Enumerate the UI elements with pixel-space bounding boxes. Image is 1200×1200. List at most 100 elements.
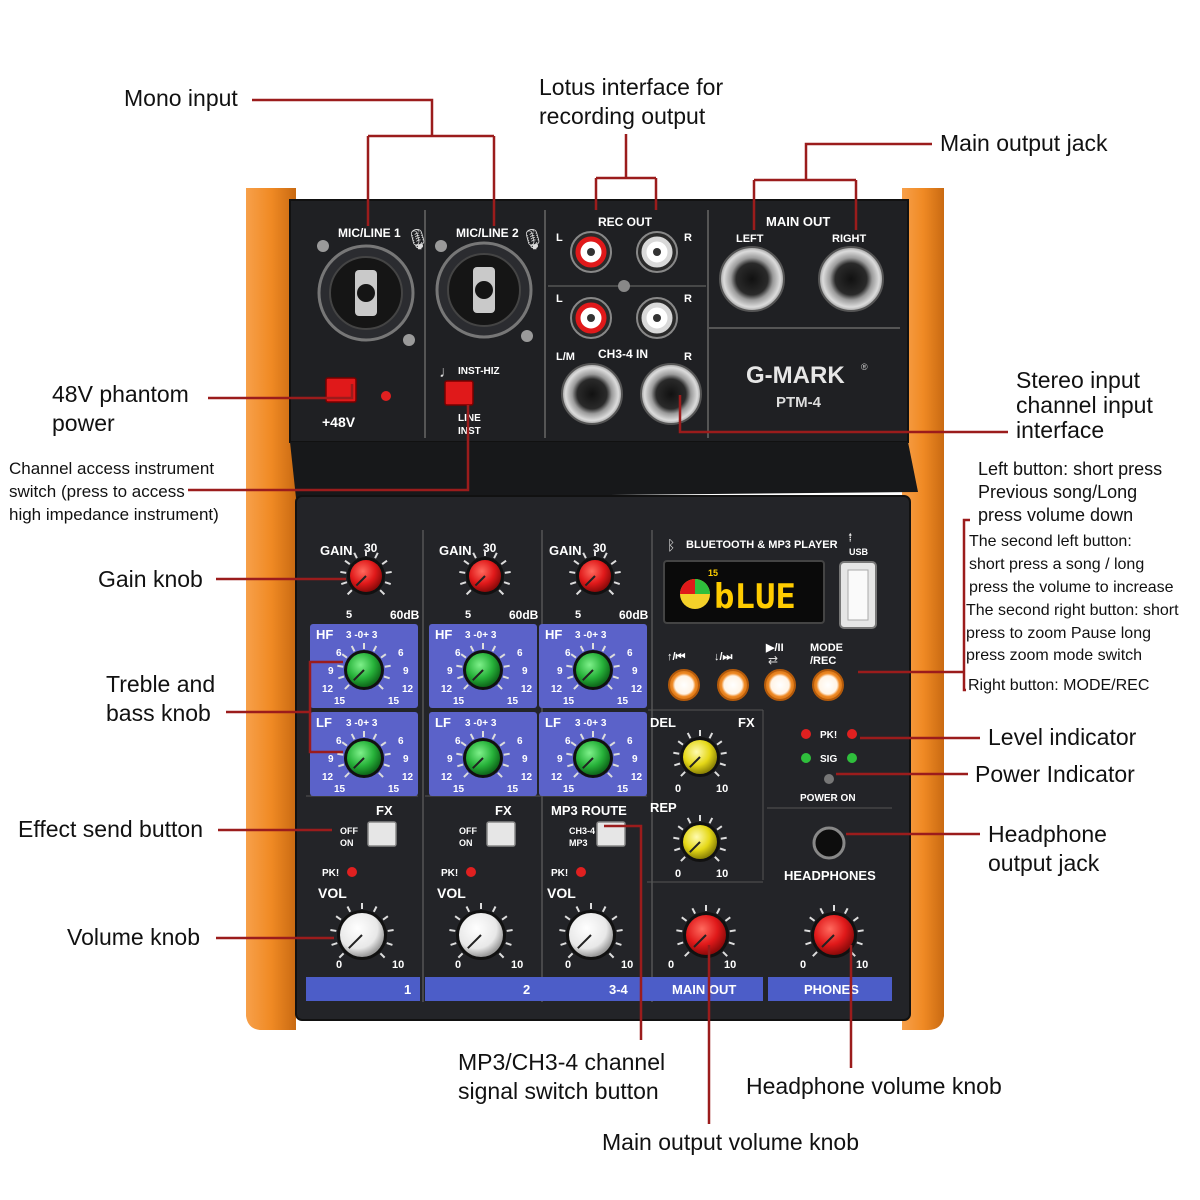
rep-label: REP: [650, 800, 677, 815]
ch34-in-r-label: R: [684, 351, 692, 363]
ch34-right-rca[interactable]: [636, 297, 678, 339]
eq-scale-l15: 15: [563, 784, 575, 795]
switch-option-1-label: OFF: [340, 826, 358, 836]
gain-knob[interactable]: [340, 550, 392, 596]
eq-scale-r6: 6: [627, 648, 633, 659]
lf-label: LF: [545, 715, 561, 730]
callout-treble-line1: Treble and: [106, 671, 215, 697]
eq-scale-l12: 12: [441, 684, 453, 695]
callout-labels: Mono input Lotus interface for recording…: [9, 74, 1179, 1155]
hf-eq-knob[interactable]: [566, 643, 620, 690]
stereo-input-leader: [678, 395, 1008, 434]
gain-db-label: 60dB: [390, 608, 420, 622]
callout-stereo-line3: interface: [1016, 417, 1104, 443]
del-min-label: 0: [675, 783, 681, 795]
player-play-button[interactable]: [764, 669, 796, 701]
headphone-volume-knob[interactable]: [804, 905, 864, 958]
ch34-in-right-jack[interactable]: [640, 363, 702, 425]
repeat-icon: ⇄: [768, 653, 778, 667]
guitar-icon: ♩: [439, 364, 455, 381]
pk-label: PK!: [551, 868, 568, 879]
callout-second-left-line3: press the volume to increase: [969, 579, 1174, 596]
display-disc-segment-2: [680, 579, 695, 594]
callout-mp3-switch-line2: signal switch button: [458, 1078, 659, 1104]
inst-hiz-label: INST-HIZ: [458, 366, 500, 377]
gain-max-label: 30: [593, 541, 607, 555]
lm-label: L/M: [556, 351, 575, 363]
ch34-in-left-jack[interactable]: [561, 363, 623, 425]
line-label: LINE: [458, 413, 481, 424]
combo-jack-2[interactable]: [435, 240, 533, 342]
player-title: BLUETOOTH & MP3 PLAYER: [686, 539, 838, 551]
switch-option-2-label: MP3: [569, 838, 588, 848]
callout-lotus-line2: recording output: [539, 103, 706, 129]
volume-knob[interactable]: [330, 903, 394, 960]
gain-max-label: 30: [364, 541, 378, 555]
eq-scale-top: 3 -0+ 3: [346, 630, 378, 641]
lf-eq-knob[interactable]: [456, 731, 510, 778]
channel-number-label: 1: [404, 982, 411, 997]
volume-knob[interactable]: [449, 903, 513, 960]
main-out-strip-label: MAIN OUT: [672, 982, 736, 997]
eq-scale-top: 3 -0+ 3: [465, 630, 497, 641]
gain-knob[interactable]: [569, 550, 621, 596]
del-knob[interactable]: [673, 730, 727, 777]
mic-line-1-label: MIC/LINE 1: [338, 226, 401, 240]
rec-r-label: R: [684, 232, 692, 244]
hf-label: HF: [435, 627, 452, 642]
eq-scale-r12: 12: [631, 772, 643, 783]
headphone-jack[interactable]: [812, 826, 846, 860]
channel-number-label: 2: [523, 982, 530, 997]
mp3-route-button[interactable]: [596, 821, 626, 847]
gain-db-label: 60dB: [509, 608, 539, 622]
vol-max-label: 10: [392, 959, 404, 971]
player-prev-button[interactable]: [668, 669, 700, 701]
hf-eq-knob[interactable]: [337, 643, 391, 690]
fx-send-button[interactable]: [367, 821, 397, 847]
usb-icon: ⭫: [848, 530, 853, 545]
gain-max-label: 30: [483, 541, 497, 555]
eq-scale-top: 3 -0+ 3: [465, 718, 497, 729]
eq-scale-l15: 15: [453, 696, 465, 707]
vol-min-label: 0: [455, 959, 461, 971]
pk-led: [466, 867, 476, 877]
eq-scale-r6: 6: [517, 648, 523, 659]
screw-icon: [618, 280, 630, 292]
eq-scale-r9: 9: [522, 754, 528, 765]
inst-hiz-button[interactable]: [444, 380, 474, 406]
prev-button-label: ↑/⏮: [667, 651, 686, 663]
lf-label: LF: [316, 715, 332, 730]
power-on-led: [824, 774, 834, 784]
eq-scale-l12: 12: [551, 684, 563, 695]
fx-send-button[interactable]: [486, 821, 516, 847]
lf-eq-knob[interactable]: [566, 731, 620, 778]
main-out-right-jack[interactable]: [818, 246, 884, 312]
eq-scale-r15: 15: [388, 696, 400, 707]
rec-out-right-rca[interactable]: [636, 231, 678, 273]
gain-knob[interactable]: [459, 550, 511, 596]
combo-jack-1[interactable]: [317, 240, 415, 346]
eq-scale-top: 3 -0+ 3: [575, 630, 607, 641]
rec-out-left-rca[interactable]: [570, 231, 612, 273]
callout-effect-send: Effect send button: [18, 816, 203, 842]
vol-label: VOL: [318, 885, 347, 901]
player-mode-button[interactable]: [812, 669, 844, 701]
sig-led-right: [847, 753, 857, 763]
phones-strip-label: PHONES: [804, 982, 859, 997]
callout-second-right-line3: press zoom mode switch: [966, 647, 1142, 664]
ch34-left-rca[interactable]: [570, 297, 612, 339]
player-next-button[interactable]: [717, 669, 749, 701]
main-out-volume-knob[interactable]: [676, 905, 736, 958]
callout-channel-switch-line2: switch (press to access: [9, 482, 185, 501]
main-out-left-jack[interactable]: [719, 246, 785, 312]
rep-knob[interactable]: [673, 815, 727, 862]
phantom-power-button[interactable]: [325, 377, 357, 403]
lf-eq-knob[interactable]: [337, 731, 391, 778]
power-on-label: POWER ON: [800, 793, 856, 804]
gain-min-label: 5: [575, 609, 581, 621]
volume-knob[interactable]: [559, 903, 623, 960]
hf-eq-knob[interactable]: [456, 643, 510, 690]
